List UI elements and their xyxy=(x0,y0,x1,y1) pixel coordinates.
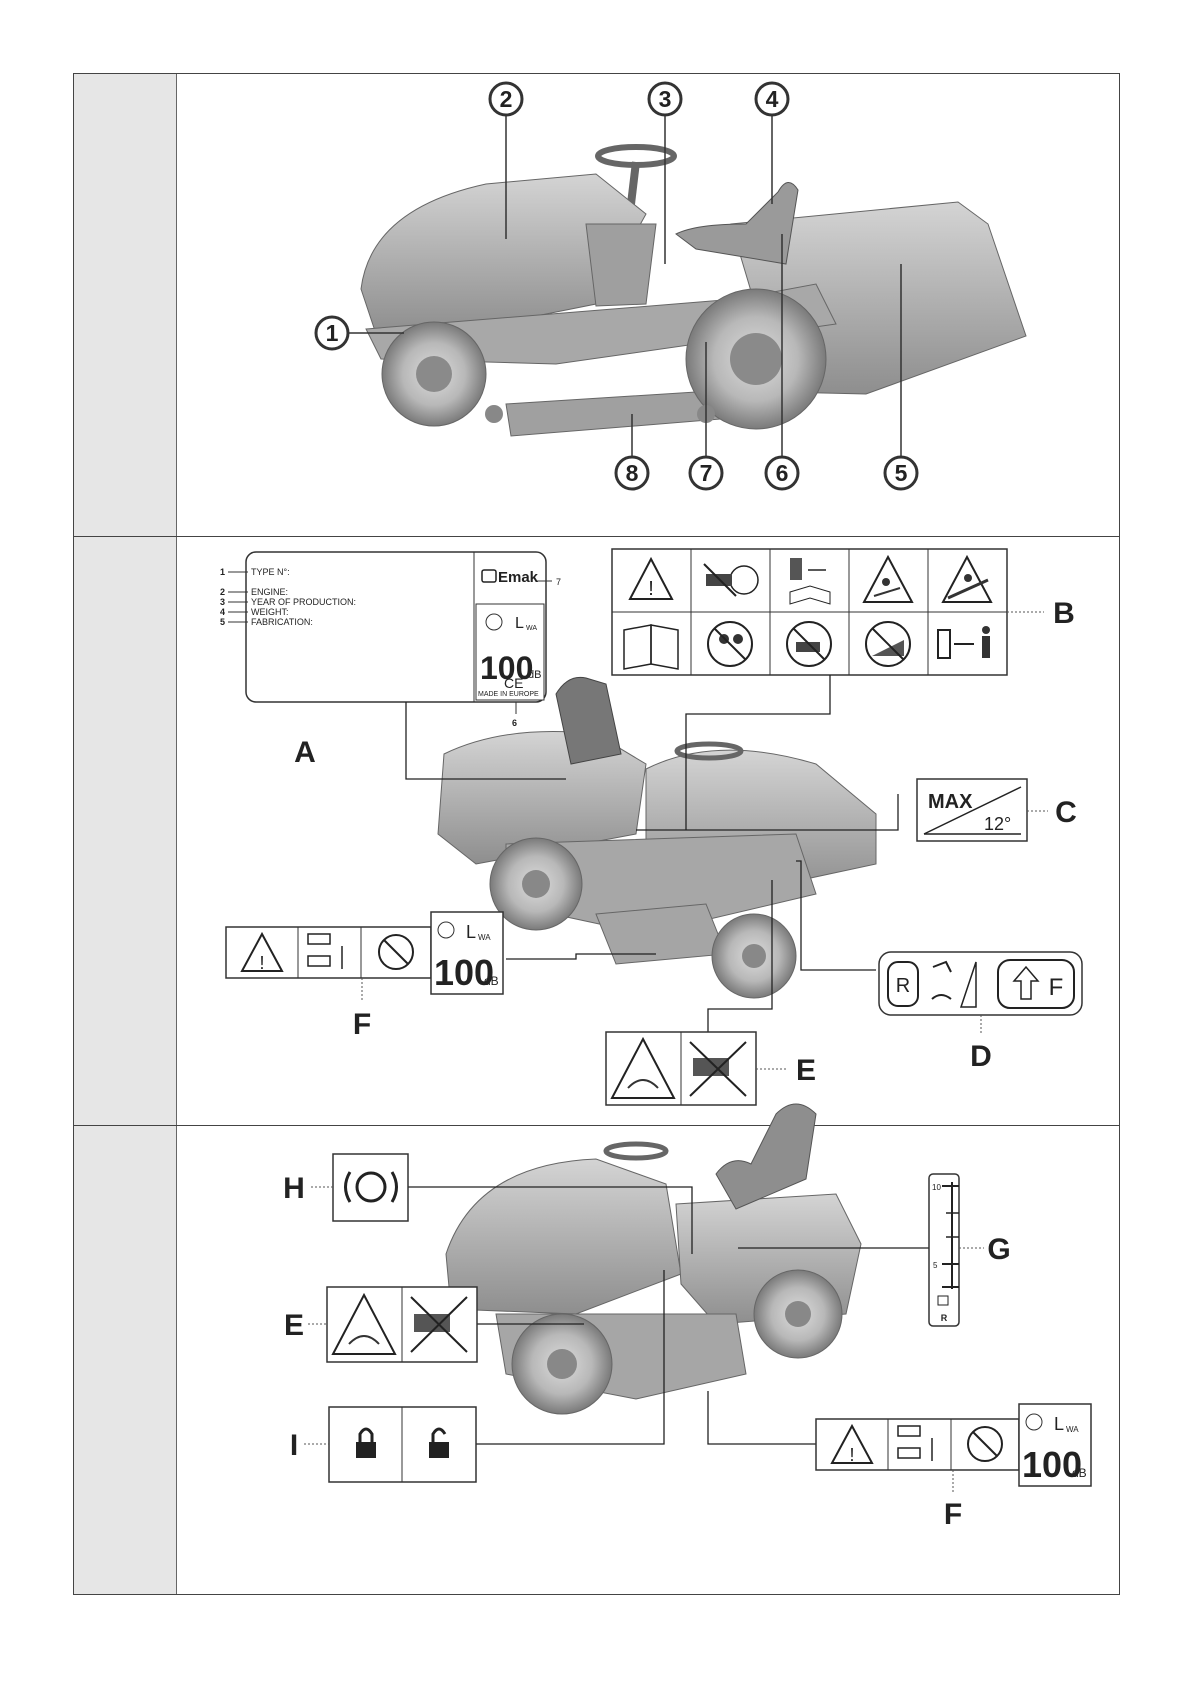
pictogram-grid-b: ! xyxy=(612,549,1007,675)
gear-reverse: R xyxy=(896,975,910,997)
noise-f2-lwa-sub: WA xyxy=(1066,1425,1079,1434)
panel-2-labels-view: 1 TYPE N°: 2 ENGINE: 3 YEAR OF PRODUCTIO… xyxy=(220,549,1082,1105)
noise-label-f-2: ! L WA 100 dB xyxy=(816,1404,1091,1486)
label-c: C xyxy=(1055,796,1077,829)
label-h: H xyxy=(283,1172,305,1205)
noise-f-lwa: L xyxy=(466,922,476,942)
hot-surface-label-2 xyxy=(327,1287,477,1362)
callout-6: 6 xyxy=(776,460,789,486)
fuel-gauge-g: 10 5 R xyxy=(929,1174,959,1326)
plate-lwa: L xyxy=(515,615,524,632)
label-e-2: E xyxy=(284,1309,304,1342)
left-strip-1 xyxy=(74,74,177,536)
svg-text:!: ! xyxy=(648,578,654,600)
plate-fabrication: FABRICATION: xyxy=(251,617,313,627)
panel-1-side-view: 1 2 3 4 5 6 7 8 xyxy=(316,83,1026,489)
noise-f2-lwa: L xyxy=(1054,1414,1064,1434)
plate-num-5: 5 xyxy=(220,617,225,627)
label-d: D xyxy=(970,1040,992,1073)
plate-brand-ref: 7 xyxy=(556,577,561,587)
plate-num-2: 2 xyxy=(220,587,225,597)
label-g: G xyxy=(987,1233,1010,1266)
plate-brand: Emak xyxy=(498,569,539,586)
plate-noise-unit: dB xyxy=(528,669,541,681)
slope-max: MAX xyxy=(928,791,973,813)
noise-f-lwa-sub: WA xyxy=(478,933,491,942)
plate-num-1: 1 xyxy=(220,567,225,577)
left-strip-3 xyxy=(74,1126,177,1594)
callout-1: 1 xyxy=(326,320,339,346)
plate-type: TYPE N°: xyxy=(251,567,290,577)
plate-year: YEAR OF PRODUCTION: xyxy=(251,597,356,607)
gauge-mid: 5 xyxy=(933,1261,938,1270)
plate-weight: WEIGHT: xyxy=(251,607,289,617)
svg-text:!: ! xyxy=(849,1445,854,1465)
callout-3: 3 xyxy=(659,86,672,112)
gauge-top: 10 xyxy=(932,1183,941,1192)
brake-label-h xyxy=(333,1154,408,1221)
hot-surface-label xyxy=(606,1032,756,1105)
left-strip-2 xyxy=(74,537,177,1125)
label-e: E xyxy=(796,1054,816,1087)
plate-ce-ref: 6 xyxy=(512,718,517,728)
gear-forward: F xyxy=(1049,974,1064,1001)
mower-front-illustration xyxy=(446,1104,861,1414)
plate-num-4: 4 xyxy=(220,607,225,617)
svg-text:!: ! xyxy=(259,953,264,973)
gauge-bottom: R xyxy=(941,1313,948,1323)
label-b: B xyxy=(1053,597,1075,630)
panel-3-controls-view: H E xyxy=(283,1104,1091,1531)
label-f-2: F xyxy=(944,1498,962,1531)
plate-num-3: 3 xyxy=(220,597,225,607)
label-i: I xyxy=(290,1429,298,1462)
slope-angle: 12° xyxy=(984,814,1011,834)
plate-made-in: MADE IN EUROPE xyxy=(478,691,539,698)
diagram-canvas: 1 2 3 4 5 6 7 8 1 TYPE N°: 2 EN xyxy=(176,74,1119,1594)
plate-noise-value: 100 xyxy=(480,650,533,686)
noise-label-f: ! L WA 100 dB xyxy=(226,912,503,994)
identification-plate: 1 TYPE N°: 2 ENGINE: 3 YEAR OF PRODUCTIO… xyxy=(220,552,561,728)
label-a: A xyxy=(294,736,316,769)
callout-4: 4 xyxy=(766,86,779,112)
label-f: F xyxy=(353,1008,371,1041)
plate-engine: ENGINE: xyxy=(251,587,288,597)
noise-f2-unit: dB xyxy=(1072,1466,1087,1480)
callout-8: 8 xyxy=(626,460,639,486)
callout-2: 2 xyxy=(500,86,513,112)
mower-side-illustration xyxy=(361,147,1026,436)
callout-5: 5 xyxy=(895,460,908,486)
plate-lwa-sub: WA xyxy=(526,625,537,632)
max-slope-label: MAX 12° xyxy=(917,779,1027,841)
noise-f-unit: dB xyxy=(484,974,499,988)
page-frame: 1 2 3 4 5 6 7 8 1 TYPE N°: 2 EN xyxy=(73,73,1120,1595)
gear-selector-label: R F xyxy=(879,952,1082,1015)
lock-label-i xyxy=(329,1407,476,1482)
callout-7: 7 xyxy=(700,460,713,486)
